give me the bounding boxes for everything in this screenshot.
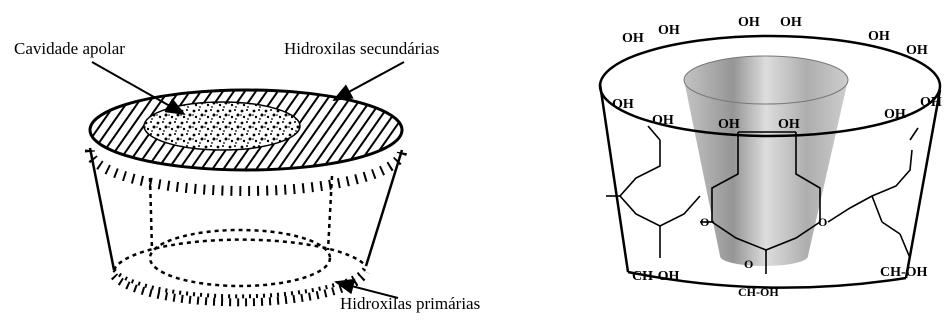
- oh-rim-1: OH: [612, 97, 634, 112]
- ring-oxygen-left: O: [700, 215, 709, 229]
- oh-rim-3: OH: [718, 117, 740, 132]
- oh-rim-4: OH: [778, 117, 800, 132]
- oh-top-6: OH: [906, 43, 928, 58]
- label-cavity: Cavidade apolar: [14, 39, 125, 58]
- oh-top-1: OH: [622, 31, 644, 46]
- label-secondary-hydroxyls: Hidroxilas secundárias: [284, 39, 439, 58]
- arrow-secondary: [334, 62, 404, 100]
- oh-top-3: OH: [738, 15, 760, 30]
- oh-top-4: OH: [780, 15, 802, 30]
- oh-top-2: OH: [658, 23, 680, 38]
- left-truncated-cone: [90, 90, 402, 302]
- ring-oxygen-right: O: [818, 215, 827, 229]
- oh-top-5: OH: [868, 29, 890, 44]
- right-cavity-shading: [684, 56, 848, 266]
- ch2oh-center: CH-OH: [738, 285, 779, 299]
- oh-rim-5: OH: [884, 107, 906, 122]
- left-bottom-rim-front: [114, 266, 366, 296]
- oh-rim-6: OH: [920, 95, 942, 110]
- left-cavity-opening: [144, 102, 300, 150]
- left-inner-bottom-ellipse: [150, 230, 330, 286]
- right-truncated-cone: [600, 36, 940, 288]
- ring-oxygen-center: O: [744, 257, 753, 271]
- ch2oh-left: CH-OH: [632, 269, 680, 284]
- ch2oh-right: CH-OH: [880, 265, 928, 280]
- oh-rim-2: OH: [652, 113, 674, 128]
- label-primary-hydroxyls: Hidroxilas primárias: [340, 294, 480, 313]
